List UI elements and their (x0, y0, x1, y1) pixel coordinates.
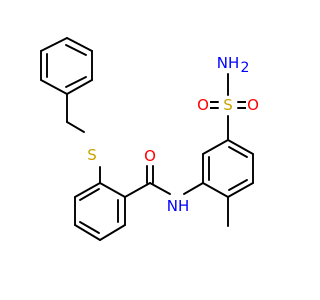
sulfonamide-nh-atom: NH (217, 54, 240, 72)
bond-tolyl-inner-3 (228, 179, 248, 191)
bond-tolyl-2 (202, 139, 229, 155)
sulfonyl-oxygen-right-atom: O (247, 96, 259, 114)
bond-benzamide-6 (74, 182, 101, 198)
bonds (40, 37, 254, 241)
bond-tolyl-3 (227, 139, 254, 155)
bond-ch2-to-s (66, 121, 85, 133)
amide-nh-atom: NH (167, 197, 190, 215)
bond-benzamide-3 (99, 224, 126, 241)
atom-labels: S O NH S O O NH 2 (84, 54, 260, 215)
bond-benzamide-inner-3 (79, 188, 100, 201)
carbonyl-oxygen-atom: O (144, 147, 156, 165)
bond-benzamide-4 (74, 224, 101, 241)
structure-canvas: S O NH S O O NH 2 (40, 37, 260, 241)
sulfonamide-h2-subscript: 2 (241, 60, 250, 76)
bond-nh-to-tolyl-ring (183, 182, 204, 195)
bond-phenyl-3 (66, 79, 93, 95)
bond-carbonyl-to-nh (149, 182, 171, 195)
bond-benzamide-inner-2 (79, 221, 100, 234)
bond-phenyl-inner-1 (65, 44, 87, 56)
sulfanyl-s-atom: S (87, 146, 97, 164)
bond-tolyl-inner-2 (228, 146, 248, 158)
bond-tolyl-6 (202, 182, 229, 198)
bond-phenyl-inner-2 (65, 76, 87, 88)
molecule-structure: S O NH S O O NH 2 (40, 37, 260, 241)
bond-tolyl-5 (227, 182, 254, 198)
sulfonyl-oxygen-left-atom: O (197, 96, 209, 114)
bond-phenyl-4 (40, 79, 68, 95)
bond-phenyl-1 (66, 37, 93, 52)
bond-ring-to-carbonyl (124, 182, 151, 198)
sulfonyl-s-atom: S (223, 96, 233, 114)
bond-phenyl-6 (40, 37, 68, 52)
bond-benzamide-1 (99, 182, 126, 198)
